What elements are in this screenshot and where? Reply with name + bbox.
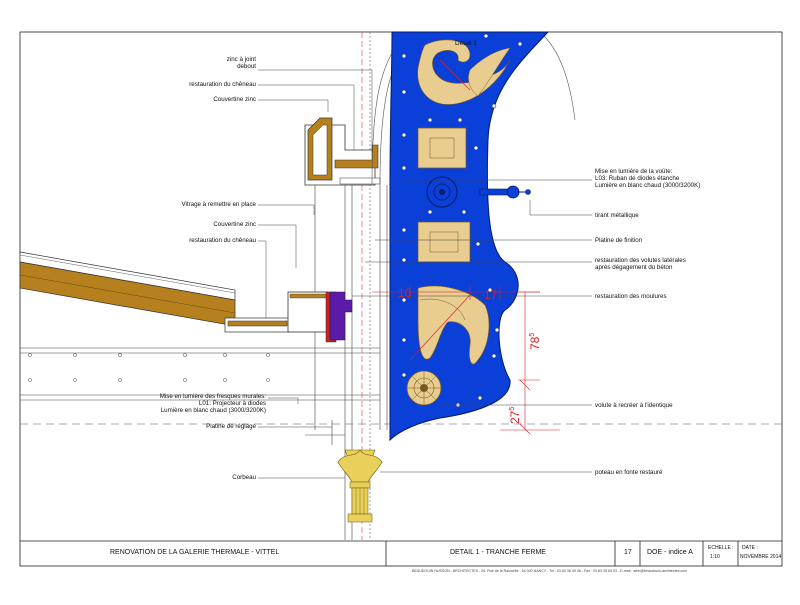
label-zinc-joint: zinc à joint debout (120, 56, 256, 70)
dimension-78: 785 (528, 333, 542, 350)
label-platine-reglage: Platine de réglage (206, 423, 256, 430)
sheet-title: DETAIL 1 - TRANCHE FERME (450, 549, 546, 556)
label-corbeau: Corbeau (232, 474, 256, 481)
label-volutes-line-1: restauration des volutes latérales (595, 257, 686, 264)
sheet-number: 17 (624, 549, 632, 556)
label-restauration-volutes: restauration des volutes latérales après… (595, 257, 686, 271)
label-voute-line-3: Lumière en blanc chaud (3000/3200K) (595, 182, 701, 189)
dimension-78-sup: 5 (529, 332, 536, 337)
label-voute-line-1: Mise en lumière de la voûte: (595, 168, 673, 175)
label-voute-line-2: L03: Ruban de diodes étanche (595, 175, 680, 182)
label-restauration-cheneau-mid: restauration du chêneau (189, 237, 256, 244)
date-value: NOVEMBRE 2014 (740, 554, 782, 560)
label-vitrage: Vitrage à remettre en place (181, 201, 256, 208)
label-couvertine-zinc-mid: Couvertine zinc (213, 221, 256, 228)
label-zinc-joint-line-1: zinc à joint (226, 56, 256, 63)
label-fresques-line-1: Mise en lumière des fresques murales: (159, 393, 266, 400)
label-fresques-line-2: L01: Projecteur à diodes (198, 400, 266, 407)
label-volutes-line-2: après dégagement du béton (595, 264, 673, 271)
dimension-10: 10 (398, 286, 412, 300)
dimension-lines (372, 59, 560, 435)
label-mise-en-lumiere-voute: Mise en lumière de la voûte: L03: Ruban … (595, 168, 700, 189)
lower-gutter (287, 291, 353, 343)
dimension-17: 17 (484, 288, 498, 302)
project-title: RENOVATION DE LA GALERIE THERMALE - VITT… (110, 549, 280, 556)
dimension-78-value: 78 (528, 336, 542, 350)
label-tirant: tirant métallique (595, 212, 639, 219)
label-zinc-joint-line-2: debout (237, 63, 256, 70)
leader-lines (258, 69, 592, 479)
ornamental-bracket (389, 31, 550, 442)
label-mise-en-lumiere-fresques: Mise en lumière des fresques murales: L0… (100, 393, 266, 414)
footer-credits: BEAUDOUIN HUSSON - ARCHITECTES - 26, Rue… (412, 569, 688, 573)
date-label: DATE : (742, 545, 758, 551)
label-couvertine-zinc-top: Couvertine zinc (213, 96, 256, 103)
label-volute: volute à recréer à l'identique (595, 402, 673, 409)
scale-value: 1:10 (710, 554, 720, 560)
label-restauration-cheneau-top: restauration du chêneau (189, 81, 256, 88)
scale-label: ECHELLE : (708, 545, 734, 551)
label-fresques-line-3: Lumière en blanc chaud (3000/3200K) (160, 407, 266, 414)
phase-index: DOE - indice A (647, 549, 693, 556)
label-restauration-moulures: restauration des moulures (595, 293, 667, 300)
upper-gutter (304, 117, 381, 186)
sloped-roof (19, 251, 291, 333)
title-block-frame (20, 540, 782, 566)
label-platine-finition: Platine de finition (595, 237, 643, 244)
label-poteau: poteau en fonte restauré (595, 469, 663, 476)
dimension-27-value: 27 (508, 410, 522, 424)
wall-rivets (28, 353, 270, 382)
cast-iron-capital (337, 449, 383, 523)
detail-tag: Détail 1 (455, 40, 478, 47)
wall-lines (20, 32, 388, 540)
dimension-27: 275 (508, 407, 522, 424)
dimension-27-sup: 5 (509, 406, 516, 411)
